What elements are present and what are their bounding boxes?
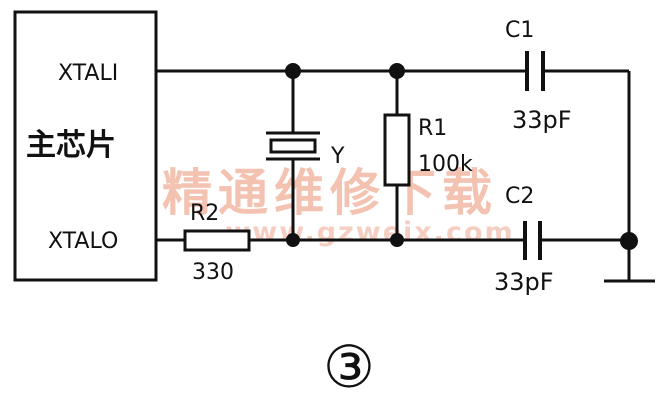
r2-value: 330	[192, 260, 234, 285]
resistor-r1	[383, 71, 411, 240]
crystal-ref: Y	[330, 144, 345, 169]
chip-label: 主芯片	[26, 128, 116, 163]
crystal-y	[266, 71, 320, 240]
ground-symbol	[604, 241, 655, 283]
pin-xtali-label: XTALI	[58, 61, 118, 86]
top-wire	[156, 69, 631, 241]
pin-xtalo-label: XTALO	[48, 229, 118, 254]
c1-ref: C1	[505, 18, 534, 43]
c2-ref: C2	[505, 184, 534, 209]
resistor-r2	[183, 229, 251, 252]
watermark-chinese: 精通维修下载	[162, 164, 498, 222]
main-chip-box	[13, 10, 158, 282]
watermark-url: www.gzweix.com	[225, 217, 514, 248]
figure-number: ③	[323, 333, 375, 401]
r2-ref: R2	[190, 201, 219, 226]
c2-value: 33pF	[494, 268, 554, 296]
r1-ref: R1	[418, 116, 447, 141]
r1-value: 100k	[418, 152, 473, 177]
capacitor-c1	[525, 51, 545, 91]
capacitor-c2	[523, 221, 542, 260]
c1-value: 33pF	[512, 106, 572, 134]
